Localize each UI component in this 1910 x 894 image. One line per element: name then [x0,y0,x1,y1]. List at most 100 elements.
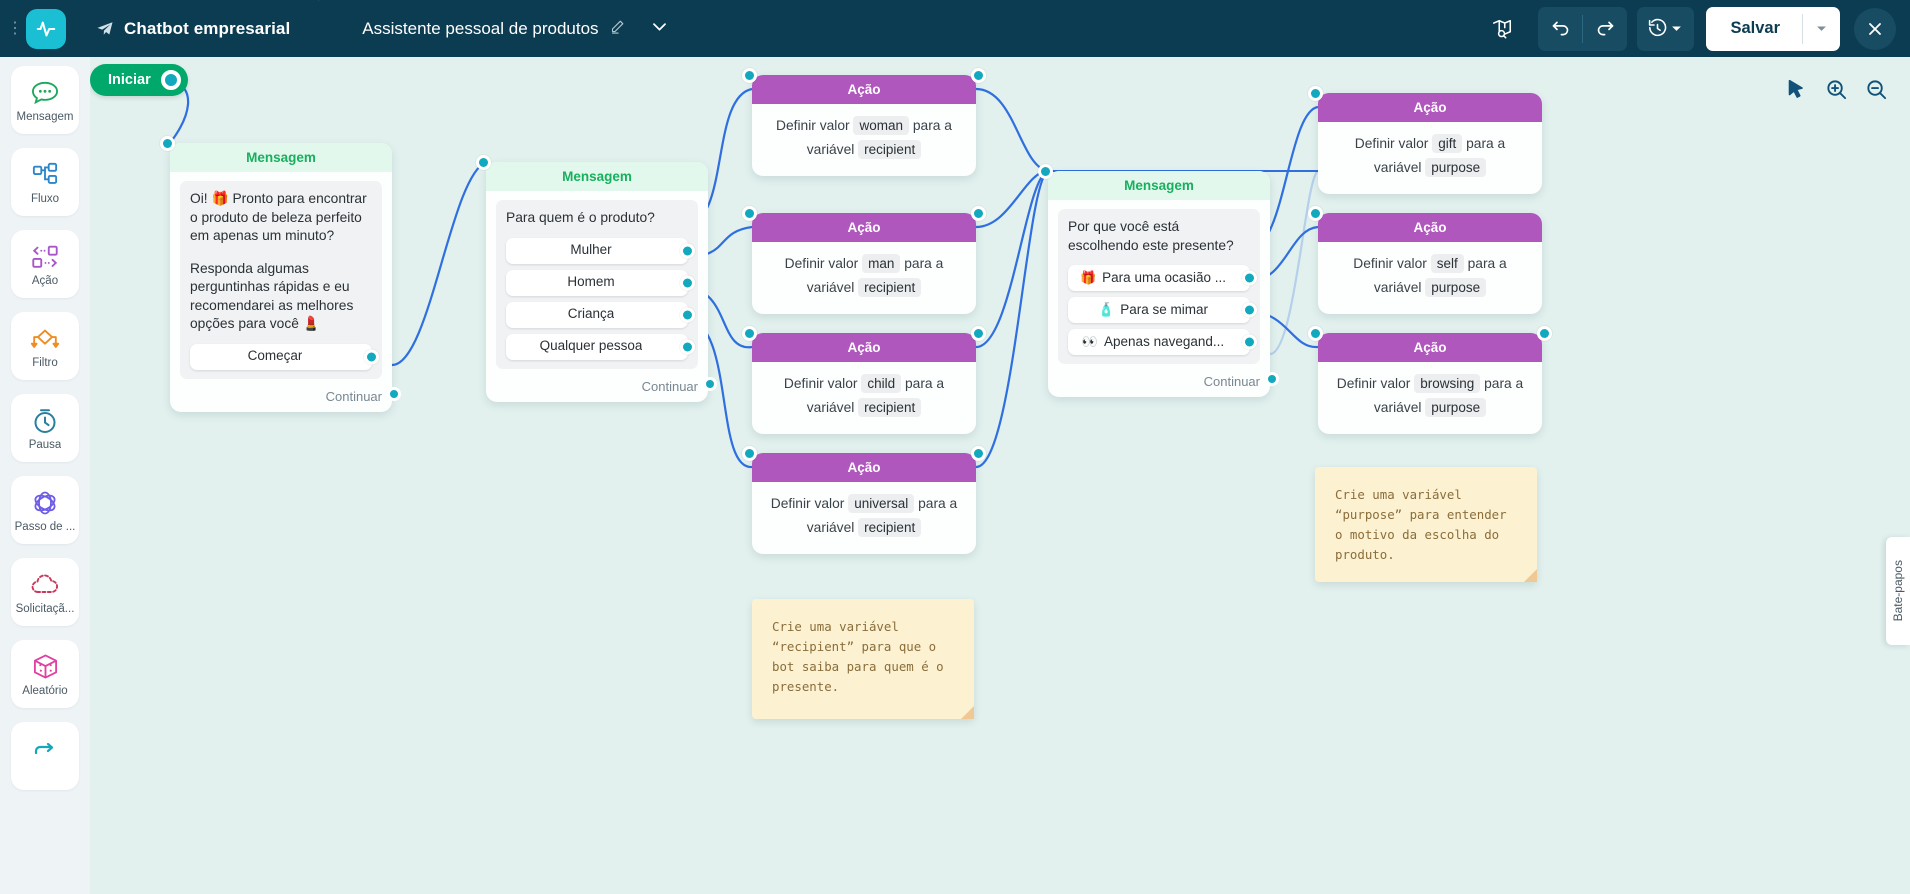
quick-reply-qualquer-pessoa[interactable]: Qualquer pessoa [506,333,695,360]
save-button[interactable]: Salvar [1706,6,1840,51]
quick-reply-ocasiao[interactable]: 🎁 Para uma ocasião ... [1068,265,1257,291]
undo-arrow-icon[interactable] [1538,7,1582,51]
node-output-port[interactable] [387,386,401,401]
node-input-port[interactable] [1308,326,1323,341]
node-output-port[interactable] [971,206,986,221]
node-output-port[interactable] [971,326,986,341]
sidebar-item-aleatorio[interactable]: Aleatório [11,640,79,708]
node-message-purpose-question[interactable]: Mensagem Por que você está escolhendo es… [1038,164,1279,397]
quick-reply-comecar[interactable]: Começar [190,343,379,370]
chat-bubble-icon [30,78,60,108]
quick-reply-output-port[interactable] [1242,334,1257,350]
flow-dropdown-chevron-down-icon[interactable] [650,17,669,41]
gift-emoji-icon: 🎁 [1079,269,1097,285]
sidebar-item-solicitacao[interactable]: Solicitaçã... [11,558,79,626]
save-divider [1802,13,1803,44]
quick-reply-navegando[interactable]: 👀 Apenas navegand... [1068,329,1257,355]
node-input-port[interactable] [742,68,757,83]
node-footer: Continuar [486,375,717,402]
node-input-port[interactable] [1308,206,1323,221]
flow-tree-icon [31,160,59,190]
kebab-menu-icon[interactable]: ⋮ [7,19,23,37]
node-action-recipient-man[interactable]: Ação Definir valor man para a variável r… [742,206,986,314]
quick-reply-output-port[interactable] [364,349,379,364]
node-header: Ação [752,75,976,104]
app-logo[interactable] [26,8,66,49]
chats-side-tab[interactable]: Bate-papos [1886,537,1910,645]
node-input-port[interactable] [1308,86,1323,101]
zoom-out-icon[interactable] [1856,69,1896,109]
node-output-port[interactable] [971,446,986,461]
quick-reply-output-port[interactable] [680,275,695,290]
node-action-recipient-child[interactable]: Ação Definir valor child para a variável… [742,326,986,434]
top-bar: ⋮ Chatbot empresarial Assistente pessoal… [0,0,1910,57]
quick-reply-mulher[interactable]: Mulher [506,237,695,264]
zoom-in-icon[interactable] [1816,69,1856,109]
node-message-recipient-question[interactable]: Mensagem Para quem é o produto? Mulher H… [476,155,717,402]
sidebar-item-pausa[interactable]: Pausa [11,394,79,462]
node-input-port[interactable] [742,446,757,461]
question-text: Para quem é o produto? [506,210,655,225]
quick-reply-output-port[interactable] [1242,302,1257,318]
close-button[interactable] [1854,7,1896,50]
sidebar-item-label: Filtro [32,356,58,369]
node-action-recipient-universal[interactable]: Ação Definir valor universal para a vari… [742,446,986,554]
node-input-port[interactable] [742,326,757,341]
sidebar-item-repeat[interactable] [11,722,79,790]
node-header: Mensagem [486,162,708,191]
cursor-arrow-icon[interactable] [1776,69,1816,109]
node-input-port[interactable] [476,155,491,170]
node-action-recipient-woman[interactable]: Ação Definir valor woman para a variável… [742,68,986,176]
activity-pulse-logo-icon [36,21,56,36]
redo-arrow-icon[interactable] [1583,7,1627,51]
history-button[interactable] [1637,6,1695,51]
quick-reply-output-port[interactable] [680,243,695,258]
sidebar-item-filtro[interactable]: Filtro [11,312,79,380]
node-output-port[interactable] [1537,326,1552,341]
node-action-purpose-browsing[interactable]: Ação Definir valor browsing para a variá… [1308,326,1552,434]
sticky-note-text: Crie uma variável “purpose” para entende… [1335,487,1507,562]
sidebar-item-mensagem[interactable]: Mensagem [11,66,79,134]
node-input-port[interactable] [160,136,175,151]
start-output-port[interactable] [160,70,181,90]
node-action-purpose-self[interactable]: Ação Definir valor self para a variável … [1308,206,1542,314]
pencil-edit-icon[interactable] [610,19,625,39]
action-value-chip: self [1430,254,1464,273]
message-bubble: Oi! 🎁 Pronto para encontrar o produto de… [180,181,382,379]
action-text: Definir valor browsing para a variável p… [1318,362,1542,434]
quick-reply-mimar[interactable]: 🧴 Para se mimar [1068,297,1257,323]
sidebar-item-acao[interactable]: Ação [11,230,79,298]
breadcrumb-flow-label: Assistente pessoal de produtos [362,18,599,38]
node-message-welcome[interactable]: Mensagem Oi! 🎁 Pronto para encontrar o p… [160,136,401,412]
action-mid: para a [918,496,958,511]
node-output-port[interactable] [1265,372,1279,386]
action-text: Definir valor self para a variável purpo… [1318,242,1542,314]
sidebar-item-fluxo[interactable]: Fluxo [11,148,79,216]
sidebar-item-label: Aleatório [22,684,68,697]
node-action-purpose-gift[interactable]: Ação Definir valor gift para a variável … [1308,86,1542,194]
sidebar-item-label: Fluxo [30,192,60,205]
quick-reply-output-port[interactable] [680,339,695,354]
save-dropdown-caret-down-icon[interactable] [1803,23,1840,34]
stopwatch-icon [31,406,59,436]
quick-reply-label: Mulher [570,242,612,258]
flow-canvas[interactable]: Iniciar Mensagem Oi! 🎁 Pronto para encon… [90,57,1910,894]
clock-history-icon [1649,18,1667,37]
breadcrumb-item-bot[interactable]: Chatbot empresarial [66,0,318,57]
sticky-note-purpose[interactable]: Crie uma variável “purpose” para entende… [1315,467,1537,582]
sticky-note-recipient[interactable]: Crie uma variável “recipient” para que o… [752,599,974,719]
quick-reply-crianca[interactable]: Criança [506,301,695,328]
node-input-port[interactable] [742,206,757,221]
quick-reply-output-port[interactable] [680,307,695,322]
node-output-port[interactable] [971,68,986,83]
action-prefix: Definir valor [1353,256,1427,271]
node-output-port[interactable] [703,376,717,391]
sidebar-item-passo-de[interactable]: Passo de ... [11,476,79,544]
node-input-port[interactable] [1038,164,1053,179]
start-node[interactable]: Iniciar [90,64,188,96]
action-variable-chip: recipient [858,518,922,537]
quick-reply-output-port[interactable] [1242,270,1257,286]
map-search-icon[interactable] [1480,7,1524,51]
quick-reply-homem[interactable]: Homem [506,269,695,296]
breadcrumb-item-flow[interactable]: Assistente pessoal de produtos [344,17,668,41]
